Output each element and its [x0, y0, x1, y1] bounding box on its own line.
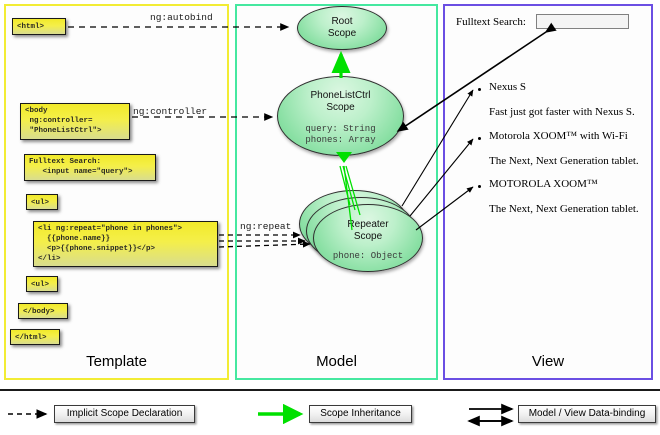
panel-view-label: View	[531, 353, 565, 370]
panel-model-label: Model	[316, 353, 357, 370]
legend-label-implicit-scope-declaration: Implicit Scope Declaration	[54, 405, 195, 423]
scope-phonelistctrl: PhoneListCtrl Scope query: String phones…	[277, 76, 404, 156]
view-search-input[interactable]	[536, 14, 629, 29]
code-box-body-close: </body>	[18, 303, 68, 319]
panel-view: View	[443, 4, 653, 380]
view-phone-snippet-0: Fast just got faster with Nexus S.	[489, 106, 635, 118]
legend-separator	[0, 389, 660, 391]
scope-root-title-line2: Scope	[327, 27, 357, 39]
scope-repeater-prop-phone: phone: Object	[332, 251, 404, 261]
code-box-html-close: </html>	[10, 329, 60, 345]
view-bullet-1	[478, 137, 481, 140]
scope-phonelistctrl-prop-query: query: String	[305, 124, 376, 134]
view-search-label: Fulltext Search:	[456, 16, 526, 28]
view-phone-name-0: Nexus S	[489, 81, 526, 93]
view-phone-name-2: MOTOROLA XOOM™	[489, 178, 598, 190]
edge-label-ng-autobind: ng:autobind	[150, 12, 213, 23]
panel-template: Template	[4, 4, 229, 380]
code-box-ul-close: <ul>	[26, 276, 58, 292]
legend-label-scope-inheritance: Scope Inheritance	[309, 405, 412, 423]
legend-label-model-view-data-binding: Model / View Data-binding	[518, 405, 656, 423]
scope-phonelistctrl-title-line2: Scope	[326, 101, 355, 113]
scope-repeater: Repeater Scope phone: Object	[313, 204, 423, 272]
panel-template-label: Template	[86, 353, 147, 370]
view-bullet-2	[478, 185, 481, 188]
view-phone-snippet-2: The Next, Next Generation tablet.	[489, 203, 639, 215]
scope-phonelistctrl-title-line1: PhoneListCtrl	[310, 90, 371, 101]
view-phone-name-1: Motorola XOOM™ with Wi-Fi	[489, 130, 628, 142]
code-box-li-repeat: <li ng:repeat="phone in phones"> {{phone…	[33, 221, 218, 267]
code-box-fulltext-search: Fulltext Search: <input name="query">	[24, 154, 156, 181]
code-box-body-open: <body ng:controller= "PhoneListCtrl">	[20, 103, 130, 140]
scope-root: Root Scope	[297, 6, 387, 50]
edge-label-ng-repeat: ng:repeat	[240, 221, 292, 232]
scope-phonelistctrl-prop-phones: phones: Array	[305, 135, 376, 145]
view-phone-snippet-1: The Next, Next Generation tablet.	[489, 155, 639, 167]
edge-label-ng-controller: ng:controller	[133, 106, 208, 117]
view-bullet-0	[478, 88, 481, 91]
code-box-ul-open: <ul>	[26, 194, 58, 210]
scope-root-title-line1: Root	[331, 16, 353, 27]
scope-repeater-title-line2: Scope	[353, 230, 383, 242]
code-box-html-open: <html>	[12, 18, 66, 35]
scope-repeater-title-line1: Repeater	[347, 219, 389, 230]
